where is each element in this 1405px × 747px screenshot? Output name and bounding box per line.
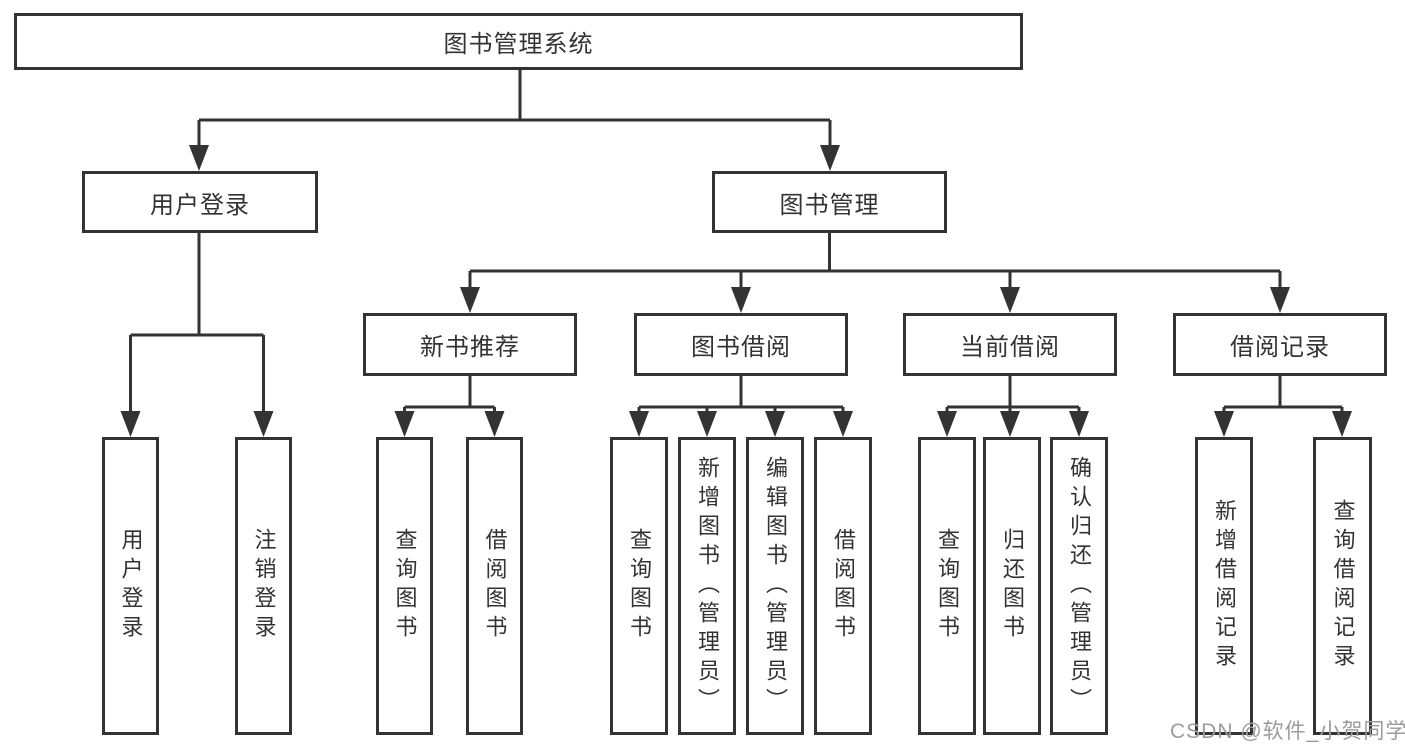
connector-root-to-level2 (197, 70, 832, 147)
connector-borrowing-records-split (1222, 376, 1344, 413)
node-borrowing-records: 借阅记录 (1173, 313, 1387, 376)
leaf-borrow-books-borrowing-label: 借阅图书 (831, 528, 856, 644)
leaf-query-books-borrowing: 查询图书 (610, 437, 668, 735)
leaf-borrow-books-recommend: 借阅图书 (466, 437, 523, 735)
leaf-query-books-current: 查询图书 (918, 437, 976, 735)
leaf-borrow-books-borrowing: 借阅图书 (814, 437, 872, 735)
leaf-query-books-recommend: 查询图书 (376, 437, 433, 735)
node-book-borrowing: 图书借阅 (634, 313, 848, 376)
node-book-management-label: 图书管理 (779, 191, 880, 219)
node-system-root: 图书管理系统 (14, 13, 1023, 70)
leaf-confirm-return-admin: 确认归还（管理员） (1050, 437, 1108, 735)
connector-book-management-split (468, 233, 1282, 289)
leaf-return-books: 归还图书 (983, 437, 1041, 735)
connector-new-book-recommend-split (403, 376, 496, 413)
arrowheads-level3 (460, 287, 1290, 313)
connector-current-borrowing-split (945, 376, 1081, 413)
leaf-edit-books-admin: 编辑图书（管理员） (746, 437, 804, 735)
node-book-borrowing-label: 图书借阅 (691, 334, 791, 361)
node-user-login-label: 用户登录 (150, 191, 250, 219)
leaf-user-login-label: 用户登录 (118, 528, 144, 644)
leaf-logout-label: 注销登录 (251, 528, 277, 644)
arrowheads-borrowing-records (1214, 411, 1352, 437)
connector-user-login-split (129, 233, 265, 413)
leaf-query-books-borrowing-label: 查询图书 (627, 528, 652, 644)
arrowheads-current-borrowing (937, 411, 1089, 437)
node-new-book-recommend-label: 新书推荐 (420, 334, 520, 361)
leaf-edit-books-admin-label: 编辑图书（管理员） (763, 455, 788, 717)
node-borrowing-records-label: 借阅记录 (1230, 334, 1330, 361)
arrowheads-user-login (120, 411, 274, 437)
leaf-borrow-books-recommend-label: 借阅图书 (482, 528, 508, 644)
leaf-logout: 注销登录 (235, 437, 292, 735)
leaf-query-books-current-label: 查询图书 (935, 528, 960, 644)
node-current-borrowing: 当前借阅 (903, 313, 1117, 376)
node-user-login: 用户登录 (82, 171, 318, 233)
leaf-add-borrow-record-label: 新增借阅记录 (1212, 499, 1237, 673)
leaf-return-books-label: 归还图书 (1000, 528, 1025, 644)
arrowheads-book-borrowing (629, 411, 853, 437)
watermark-text: CSDN @软件_小贺同学 (1170, 720, 1405, 743)
leaf-confirm-return-admin-label: 确认归还（管理员） (1067, 455, 1092, 717)
leaf-query-books-recommend-label: 查询图书 (392, 528, 418, 644)
node-current-borrowing-label: 当前借阅 (960, 334, 1060, 361)
node-new-book-recommend: 新书推荐 (363, 313, 577, 376)
arrowheads-level2 (189, 145, 840, 171)
leaf-add-borrow-record: 新增借阅记录 (1195, 437, 1253, 735)
arrowheads-new-book-recommend (394, 411, 505, 437)
leaf-query-borrow-record-label: 查询借阅记录 (1330, 499, 1356, 673)
leaf-add-books-admin: 新增图书（管理员） (678, 437, 736, 735)
node-book-management: 图书管理 (712, 171, 947, 233)
leaf-add-books-admin-label: 新增图书（管理员） (695, 455, 720, 717)
node-system-root-label: 图书管理系统 (443, 31, 594, 58)
leaf-user-login: 用户登录 (102, 437, 159, 735)
leaf-query-borrow-record: 查询借阅记录 (1313, 437, 1372, 735)
connector-book-borrowing-split (637, 376, 845, 413)
